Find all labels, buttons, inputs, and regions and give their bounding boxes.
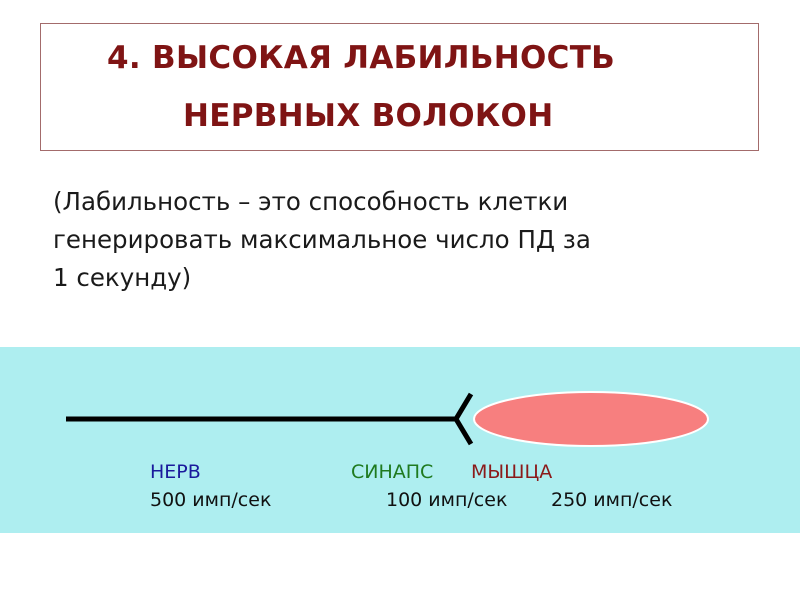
title-box	[40, 23, 759, 151]
muscle-rate: 250 имп/сек	[551, 489, 673, 511]
definition-line-1: (Лабильность – это способность клетки	[53, 187, 569, 216]
synapse-rate: 100 имп/сек	[386, 489, 508, 511]
nerve-rate: 500 имп/сек	[150, 489, 272, 511]
nerve-label: НЕРВ	[150, 461, 201, 483]
definition-line-3: 1 секунду)	[53, 263, 192, 292]
synapse-label: СИНАПС	[351, 461, 434, 483]
synapse-fork	[453, 392, 474, 446]
definition-line-2: генерировать максимальное число ПД за	[53, 225, 591, 254]
slide-title-line-1: 4. ВЫСОКАЯ ЛАБИЛЬНОСТЬ	[107, 40, 616, 76]
definition-text: (Лабильность – это способность клетки ге…	[53, 183, 753, 297]
slide-title-line-2: НЕРВНЫХ ВОЛОКОН	[183, 98, 554, 134]
muscle-ellipse	[473, 391, 709, 447]
muscle-label: МЫШЦА	[471, 461, 553, 483]
